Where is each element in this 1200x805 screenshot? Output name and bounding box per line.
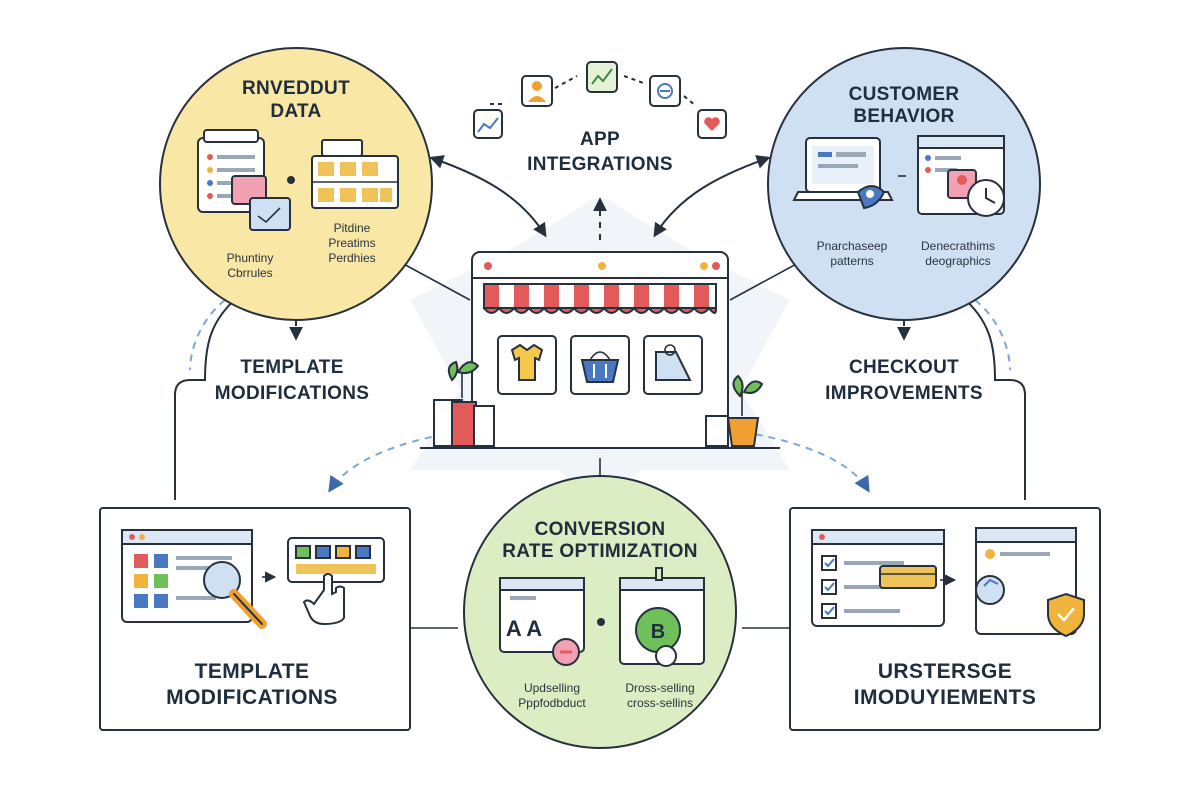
- arc-store-bottom-left: [328, 429, 471, 493]
- cro-connector-dot: [597, 618, 605, 626]
- storefront-illustration: [420, 251, 780, 449]
- mouse-pointer-icon: [856, 185, 886, 210]
- behavior-label-b2: deographics: [925, 254, 990, 268]
- app-icon-heart: [697, 109, 727, 139]
- connector-dot: [287, 176, 295, 184]
- app-icon-user: [521, 75, 553, 107]
- app-integrations-title-line2: INTEGRATIONS: [527, 154, 673, 175]
- product-tile-basket: [570, 335, 630, 395]
- mid-left-title-line1: TEMPLATE: [240, 357, 343, 378]
- product-tile-shirt: [497, 335, 557, 395]
- connector-diag-left: [399, 261, 471, 301]
- app-icon-integration: [649, 75, 681, 107]
- inventory-data-circle: RNVEDDUT DATA Phuntiny Cbrrules Pitdine: [159, 47, 433, 321]
- ab-test-window-a: A A: [499, 577, 585, 666]
- security-shield-icon: [1047, 592, 1085, 638]
- conversion-rate-circle: CONVERSION RATE OPTIMIZATION A A B Updse…: [463, 475, 737, 749]
- inventory-title-line2: DATA: [270, 101, 321, 122]
- checklist-window-icon: [811, 529, 945, 627]
- faint-arc-left: [189, 299, 226, 371]
- loop-right-upper: [959, 294, 996, 381]
- mid-right-title-line2: IMPROVEMENTS: [825, 383, 983, 404]
- behavior-title-line2: BEHAVIOR: [853, 106, 954, 127]
- app-dots: [490, 75, 697, 107]
- color-palette-window-icon: [287, 537, 385, 583]
- loop-right-vertical: [994, 379, 1026, 500]
- bottom-right-title-line1: URSTERSGE: [878, 660, 1012, 683]
- customer-behavior-circle: CUSTOMER BEHAVIOR Pnarchaseep patterns: [767, 47, 1041, 321]
- bottom-right-title-line2: IMODUYIEMENTS: [854, 686, 1037, 709]
- inventory-label-a2: Cbrrules: [227, 266, 272, 280]
- b-letter: B: [651, 621, 665, 643]
- loop-left-upper: [204, 294, 241, 381]
- cro-label-b2: cross-sellins: [627, 696, 693, 710]
- faint-arc-right: [974, 299, 1011, 371]
- ab-test-window-b: B: [619, 567, 705, 667]
- behavior-label-a1: Pnarchaseep: [817, 239, 888, 253]
- cro-title-line1: CONVERSION: [535, 519, 666, 540]
- cro-label-a2: Pppfodbduct: [518, 696, 586, 710]
- cro-title-line2: RATE OPTIMIZATION: [502, 541, 697, 562]
- behavior-label-b1: Denecrathims: [921, 239, 995, 253]
- loop-left-vertical: [174, 379, 206, 500]
- checkout-improvements-box: URSTERSGE IMODUYIEMENTS: [789, 507, 1101, 731]
- inventory-label-a1: Phuntiny: [227, 251, 274, 265]
- bottom-left-title-line1: TEMPLATE: [195, 660, 310, 683]
- inventory-label-b1: Pitdine: [334, 221, 371, 235]
- behavior-label-a2: patterns: [830, 254, 873, 268]
- clock-icon: [967, 179, 1005, 217]
- laptop-icon: [792, 137, 894, 201]
- bottom-left-title-line2: MODIFICATIONS: [166, 686, 338, 709]
- connector-behavior-store: [653, 155, 771, 238]
- inventory-label-b3: Perdhies: [328, 251, 375, 265]
- app-icon-analytics: [586, 61, 618, 93]
- template-modifications-box: TEMPLATE MODIFICATIONS: [99, 507, 411, 731]
- wrench-icon: [203, 561, 267, 629]
- app-icon-chart: [473, 109, 503, 139]
- app-integrations-title-line1: APP: [580, 129, 620, 150]
- product-tile-bag: [643, 335, 703, 395]
- cro-label-b1: Dross-selling: [625, 681, 694, 695]
- inventory-label-b2: Preatims: [328, 236, 375, 250]
- app-integrations-group: APP INTEGRATIONS: [473, 61, 727, 175]
- behavior-title-line1: CUSTOMER: [849, 84, 960, 105]
- hand-pointer-icon: [302, 573, 345, 626]
- template-window-icon: [121, 529, 253, 623]
- plant-pot-left: [433, 360, 495, 447]
- inventory-title-line1: RNVEDDUT: [242, 78, 350, 99]
- mid-right-title-line1: CHECKOUT: [849, 357, 959, 378]
- plant-pot-right: [705, 374, 764, 447]
- arc-store-bottom-right: [729, 429, 870, 493]
- cro-label-a1: Updselling: [524, 681, 580, 695]
- ab-letters: A A: [506, 616, 542, 641]
- credit-card-icon: [879, 565, 937, 589]
- awning: [483, 283, 718, 314]
- connector-diag-right: [729, 261, 801, 301]
- warehouse-shelf-icon: [311, 139, 399, 209]
- inventory-boxes-icon: [231, 175, 291, 231]
- connector-data-store: [429, 155, 547, 238]
- mid-left-title-line2: MODIFICATIONS: [215, 383, 369, 404]
